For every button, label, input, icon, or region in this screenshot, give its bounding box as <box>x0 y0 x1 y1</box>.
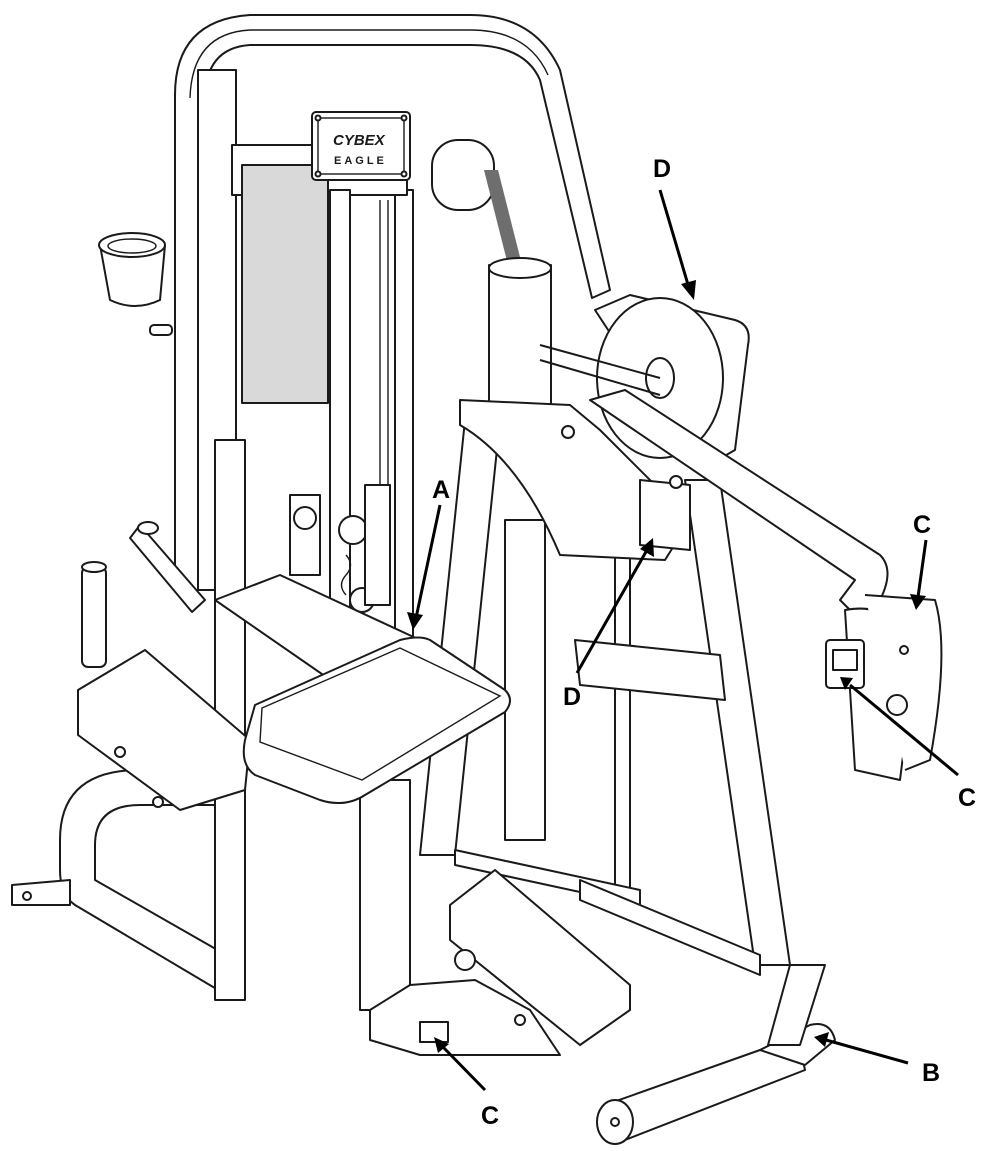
callout-label-d-top: D <box>653 155 671 183</box>
brand-model: EAGLE <box>334 155 387 167</box>
weight-stack-area <box>289 484 391 613</box>
callout-label-a: A <box>432 476 450 504</box>
roller-bar <box>596 964 836 1145</box>
seat-pads <box>77 521 511 811</box>
brand-plate: CYBEX EAGLE <box>311 111 411 181</box>
foot-pad <box>369 869 631 1056</box>
rear-frame <box>419 419 791 966</box>
callout-label-c-lower-right: C <box>958 784 976 812</box>
callout-label-c-upper-right: C <box>913 511 931 539</box>
callout-label-b: B <box>922 1059 940 1087</box>
cup-holder <box>98 232 173 336</box>
lever-arm <box>459 389 889 621</box>
callout-arrows <box>407 189 959 1092</box>
pivot-cylinder <box>431 139 552 406</box>
callout-label-d-mid: D <box>563 683 581 711</box>
brand-name: CYBEX <box>333 132 386 149</box>
right-handle <box>825 594 943 781</box>
callout-label-c-bottom: C <box>481 1102 499 1130</box>
